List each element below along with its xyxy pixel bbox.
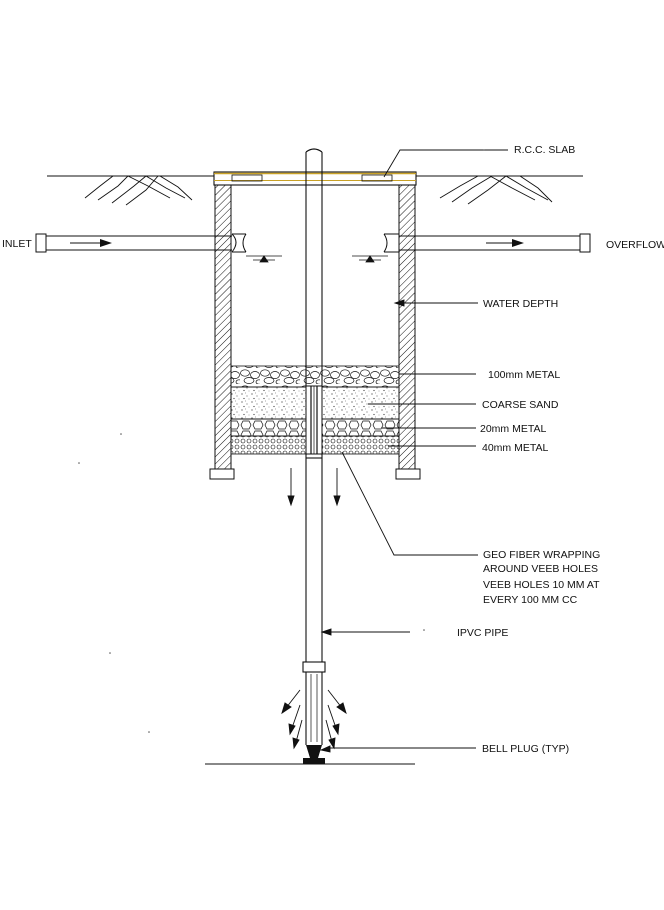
footing-right: [395, 468, 421, 480]
radiating-arrows: [281, 689, 347, 750]
inlet-arrow: [70, 239, 112, 247]
label-geo-line-4: EVERY 100 MM CC: [483, 594, 578, 606]
wall-right: [398, 184, 416, 471]
label-inlet: INLET: [2, 238, 32, 250]
label-40mm-metal: 40mm METAL: [482, 442, 548, 454]
soil-left: [84, 175, 193, 206]
bell-plug: [303, 745, 325, 764]
central-pipe-upper: [305, 148, 323, 386]
overflow-pipe: [383, 233, 591, 253]
soil-right: [439, 175, 553, 205]
leader-lines: [319, 149, 508, 753]
wall-left: [214, 184, 232, 471]
perforated-pipe-section: [305, 385, 323, 455]
drawing-specks: [78, 149, 485, 733]
label-100mm-metal: 100mm METAL: [488, 369, 560, 381]
label-20mm-metal: 20mm METAL: [480, 423, 546, 435]
label-rcc-slab: R.C.C. SLAB: [514, 144, 575, 156]
label-pvc-pipe: IPVC PIPE: [457, 627, 508, 639]
water-level-right: [352, 255, 388, 263]
label-geo-line-3: VEEB HOLES 10 MM AT: [483, 579, 600, 591]
label-geo-line-2: AROUND VEEB HOLES: [483, 563, 598, 575]
rcc-slab: [213, 171, 417, 186]
label-overflow: OVERFLOW: [606, 239, 664, 251]
inlet-pipe: [35, 233, 247, 253]
overflow-arrow: [486, 239, 524, 247]
central-pipe-lower: [302, 454, 326, 745]
percolation-arrows-down: [287, 468, 341, 507]
label-bell-plug: BELL PLUG (TYP): [482, 743, 569, 755]
label-geo-line-1: GEO FIBER WRAPPING: [483, 549, 600, 561]
layer-100mm-metal: [230, 365, 400, 388]
label-water-depth: WATER DEPTH: [483, 298, 558, 310]
label-coarse-sand: COARSE SAND: [482, 399, 559, 411]
footing-left: [209, 468, 235, 480]
water-level-left: [246, 255, 282, 263]
